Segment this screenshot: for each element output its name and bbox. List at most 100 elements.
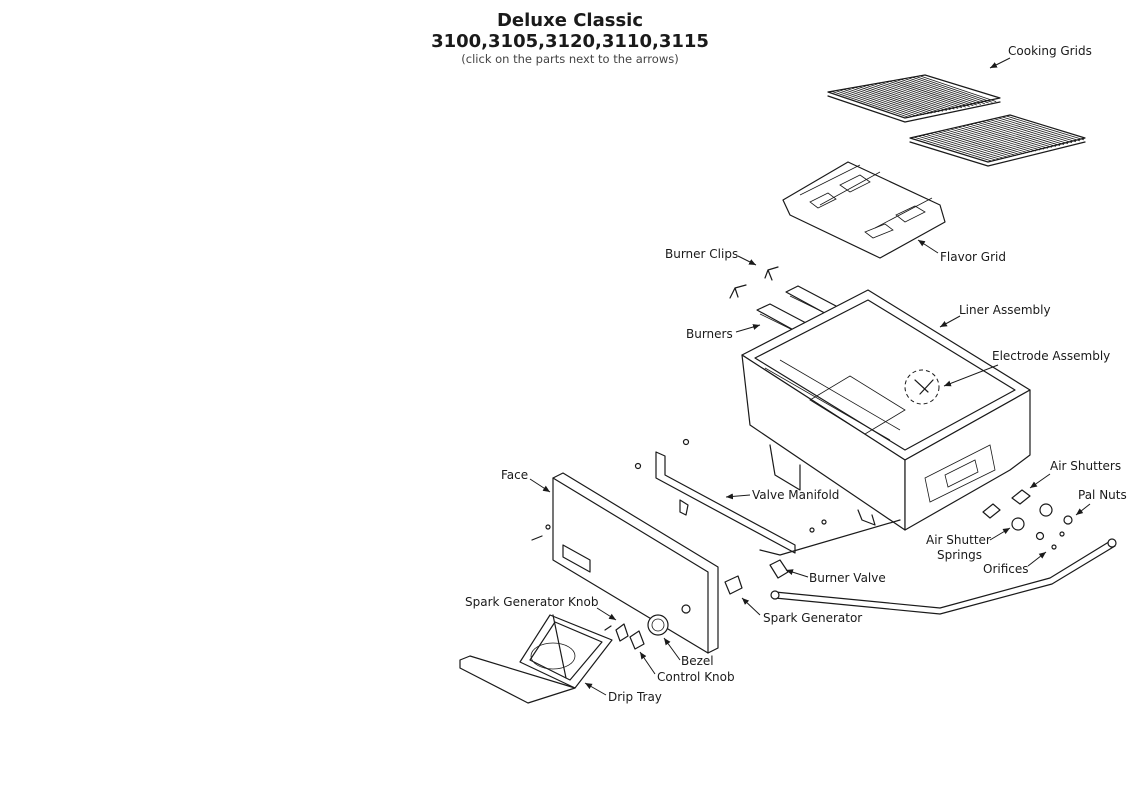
grid-bar xyxy=(933,132,1013,157)
label-face[interactable]: Face xyxy=(501,468,528,482)
grid-bar xyxy=(917,135,997,161)
arrow-drip-tray xyxy=(584,682,607,696)
grid-bar xyxy=(953,127,1033,153)
arrow-face xyxy=(529,478,551,493)
arrow-valve-manifold xyxy=(725,493,751,500)
grid-bar xyxy=(945,129,1025,155)
arrow-burner-valve xyxy=(785,569,809,578)
grid-bar xyxy=(929,133,1009,158)
arrow-burner-clips xyxy=(737,255,757,266)
grid-bar xyxy=(969,123,1049,149)
grid-bar xyxy=(977,121,1057,147)
arrow-spark-generator xyxy=(741,597,761,616)
label-air-shutter-springs-line1[interactable]: Air Shutter xyxy=(926,533,991,547)
grid-bar xyxy=(873,83,951,111)
grid-bar xyxy=(937,131,1017,156)
valve-manifold-drawing xyxy=(634,438,827,554)
arrow-liner-assembly xyxy=(939,315,961,328)
grid-bar xyxy=(949,128,1029,154)
grid-bar xyxy=(957,126,1037,152)
knobs-drawing xyxy=(604,614,669,650)
grid-bar xyxy=(989,119,1069,144)
grid-bar xyxy=(835,90,913,118)
cooking-grids-drawing xyxy=(827,74,1086,167)
label-spark-generator-knob[interactable]: Spark Generator Knob xyxy=(465,595,598,609)
grid-bar xyxy=(965,124,1045,150)
grid-bar xyxy=(907,77,985,105)
label-liner-assembly[interactable]: Liner Assembly xyxy=(959,303,1051,317)
grid-bar xyxy=(919,75,997,103)
label-burner-valve[interactable]: Burner Valve xyxy=(809,571,886,585)
grid-bar xyxy=(869,84,947,111)
grid-bar xyxy=(993,118,1073,144)
face-drawing xyxy=(531,472,719,654)
label-valve-manifold[interactable]: Valve Manifold xyxy=(752,488,839,502)
grid-bar xyxy=(997,117,1077,143)
grid-bar xyxy=(961,125,1041,151)
grid-bar xyxy=(881,82,959,109)
label-flavor-grid[interactable]: Flavor Grid xyxy=(940,250,1006,264)
label-electrode-assembly[interactable]: Electrode Assembly xyxy=(992,349,1110,363)
instruction-text: (click on the parts next to the arrows) xyxy=(461,52,679,66)
grid-bar xyxy=(839,89,917,117)
drip-tray-drawing xyxy=(459,614,613,704)
arrow-flavor-grid xyxy=(917,239,939,254)
label-control-knob[interactable]: Control Knob xyxy=(657,670,735,684)
grid-bar xyxy=(843,88,921,116)
grid-bar xyxy=(862,85,940,113)
grid-bar xyxy=(846,88,925,115)
arrow-bezel xyxy=(663,637,681,661)
grid-bar xyxy=(888,80,966,108)
label-cooking-grids[interactable]: Cooking Grids xyxy=(1008,44,1092,58)
arrow-cooking-grids xyxy=(989,57,1011,69)
label-orifices[interactable]: Orifices xyxy=(983,562,1029,576)
label-burner-clips[interactable]: Burner Clips xyxy=(665,247,738,261)
label-burners[interactable]: Burners xyxy=(686,327,733,341)
grid-bar xyxy=(941,130,1021,156)
grid-bar xyxy=(921,134,1001,160)
page-title: Deluxe Classic xyxy=(496,10,643,31)
grid-bar xyxy=(831,90,909,118)
grid-bar xyxy=(925,133,1005,159)
grid-bar xyxy=(900,78,978,106)
grid-bar xyxy=(884,81,963,109)
label-bezel[interactable]: Bezel xyxy=(681,654,714,668)
arrow-spark-generator-knob xyxy=(596,607,617,621)
arrow-burners xyxy=(735,324,761,333)
liner-assembly-drawing xyxy=(741,289,1031,531)
grid-bar xyxy=(913,136,993,162)
label-air-shutter-springs-line2[interactable]: Springs xyxy=(937,548,982,562)
arrow-control-knob xyxy=(639,651,656,675)
grid-bar xyxy=(896,79,974,107)
part-labels: Cooking Grids Flavor Grid Burner Clips L… xyxy=(465,44,1127,704)
grid-bar xyxy=(915,75,993,103)
grid-bar xyxy=(1005,115,1085,141)
grid-bar xyxy=(903,78,982,105)
arrow-pal-nuts xyxy=(1075,503,1091,516)
label-spark-generator[interactable]: Spark Generator xyxy=(763,611,862,625)
label-pal-nuts[interactable]: Pal Nuts xyxy=(1078,488,1127,502)
electrode-assembly-drawing xyxy=(904,369,940,405)
grid-bar xyxy=(892,80,970,107)
burner-valve-drawing xyxy=(724,519,901,595)
grid-bar xyxy=(911,76,989,104)
page-header: Deluxe Classic 3100,3105,3120,3110,3115 … xyxy=(410,10,730,66)
burner-clips-drawing xyxy=(729,266,779,299)
grid-bar xyxy=(1001,116,1081,142)
flavor-grid-drawing xyxy=(782,161,946,259)
arrow-air-shutter-springs xyxy=(989,527,1011,541)
grid-bar xyxy=(854,86,932,114)
arrow-orifices xyxy=(1027,551,1047,567)
gas-line-drawing xyxy=(770,538,1117,615)
air-shutter-parts-drawing xyxy=(982,489,1073,550)
grid-bar xyxy=(858,86,936,113)
label-drip-tray[interactable]: Drip Tray xyxy=(608,690,662,704)
arrow-air-shutters xyxy=(1029,473,1051,489)
arrow-electrode-assembly xyxy=(943,364,999,387)
grid-bar xyxy=(850,87,928,115)
grid-bar xyxy=(981,121,1061,146)
grid-bar xyxy=(973,122,1053,148)
label-air-shutters[interactable]: Air Shutters xyxy=(1050,459,1121,473)
grid-bar xyxy=(865,84,944,112)
